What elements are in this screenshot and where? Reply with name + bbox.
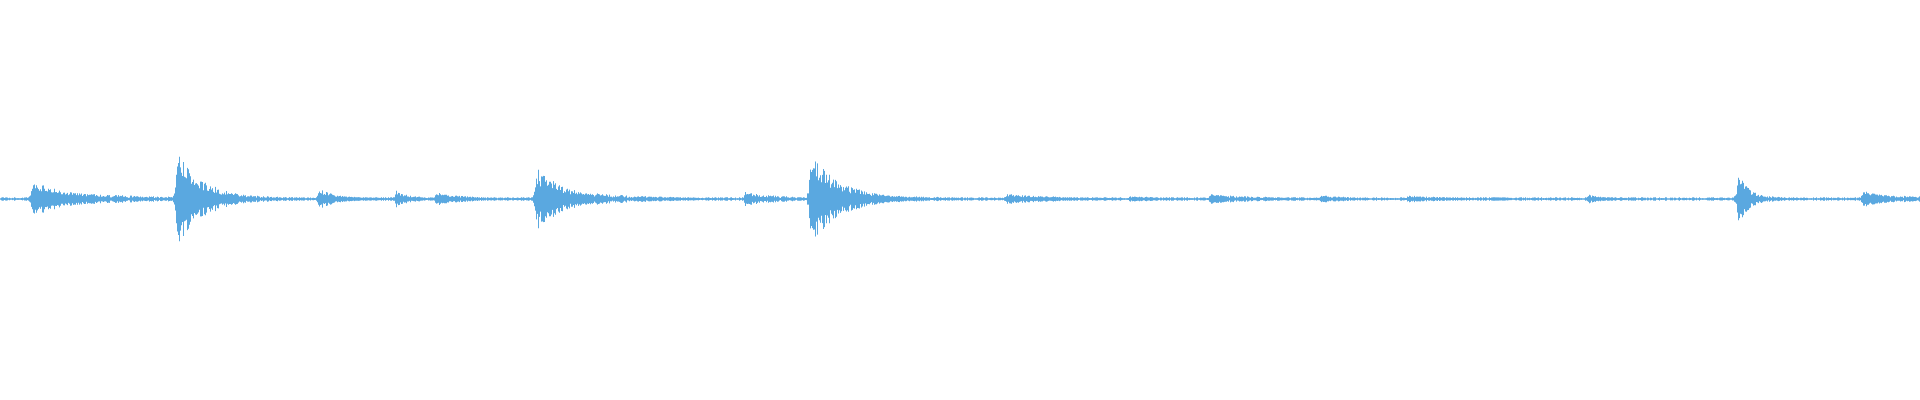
waveform-signal xyxy=(0,156,1920,242)
